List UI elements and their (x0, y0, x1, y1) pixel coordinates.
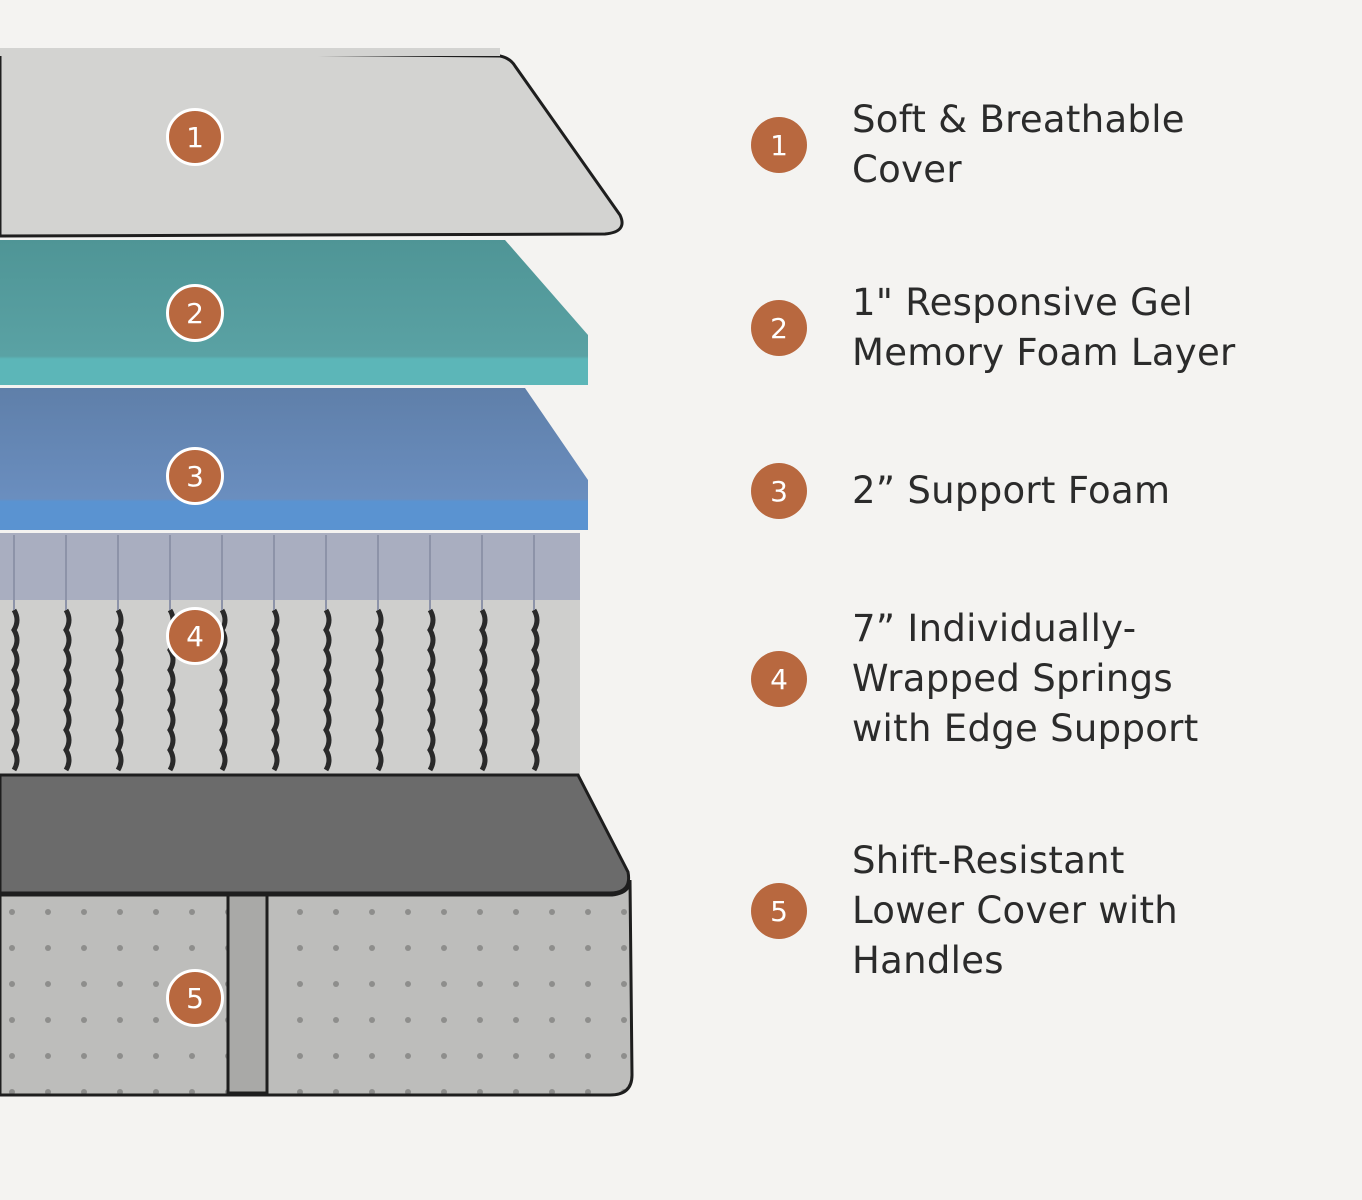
legend-text: Lower Cover with (852, 889, 1179, 932)
layer-badge-4: 4 (166, 607, 224, 665)
legend-badge-1: 1 (751, 117, 807, 173)
spring-column-gap (271, 608, 280, 772)
gel-foam-layer (0, 240, 588, 385)
legend-text: Shift-Resistant (852, 839, 1125, 882)
spring-column-gap (531, 608, 540, 772)
legend-item-gel-foam: 1" Responsive Gel Memory Foam Layer (852, 278, 1332, 378)
legend-text: Soft & Breathable (852, 98, 1185, 141)
legend-text: Wrapped Springs (852, 657, 1173, 700)
legend-text: 1" Responsive Gel (852, 281, 1193, 324)
base-top (0, 773, 631, 895)
spring-column-gap (115, 608, 124, 772)
handle-strap (226, 893, 269, 1095)
legend-badge-5: 5 (751, 883, 807, 939)
legend-text: 7” Individually- (852, 607, 1137, 650)
legend-text: with Edge Support (852, 707, 1199, 750)
legend-badge-3: 3 (751, 463, 807, 519)
spring-column-gap (323, 608, 332, 772)
base-side (0, 879, 634, 1097)
layer-badge-5: 5 (166, 969, 224, 1027)
legend-item-cover: Soft & Breathable Cover (852, 95, 1332, 195)
cover-layer (0, 50, 624, 238)
spring-column-gap (427, 608, 436, 772)
legend-badge-4: 4 (751, 651, 807, 707)
spring-column-gap (219, 608, 228, 772)
springs-layer (0, 533, 580, 775)
support-foam-layer (0, 388, 588, 530)
layer-badge-1: 1 (166, 108, 224, 166)
legend-text: 2” Support Foam (852, 469, 1171, 512)
spring-column-gap (11, 608, 20, 772)
legend-text: Cover (852, 148, 962, 191)
legend-badge-2: 2 (751, 300, 807, 356)
legend-item-springs: 7” Individually- Wrapped Springs with Ed… (852, 604, 1332, 754)
legend-item-support-foam: 2” Support Foam (852, 466, 1332, 516)
legend-text: Memory Foam Layer (852, 331, 1236, 374)
legend-item-lower-cover: Shift-Resistant Lower Cover with Handles (852, 836, 1332, 986)
legend-text: Handles (852, 939, 1004, 982)
spring-column-gap (479, 608, 488, 772)
layer-badge-2: 2 (166, 284, 224, 342)
spring-column-gap (63, 608, 72, 772)
layer-badge-3: 3 (166, 447, 224, 505)
spring-column-gap (375, 608, 384, 772)
